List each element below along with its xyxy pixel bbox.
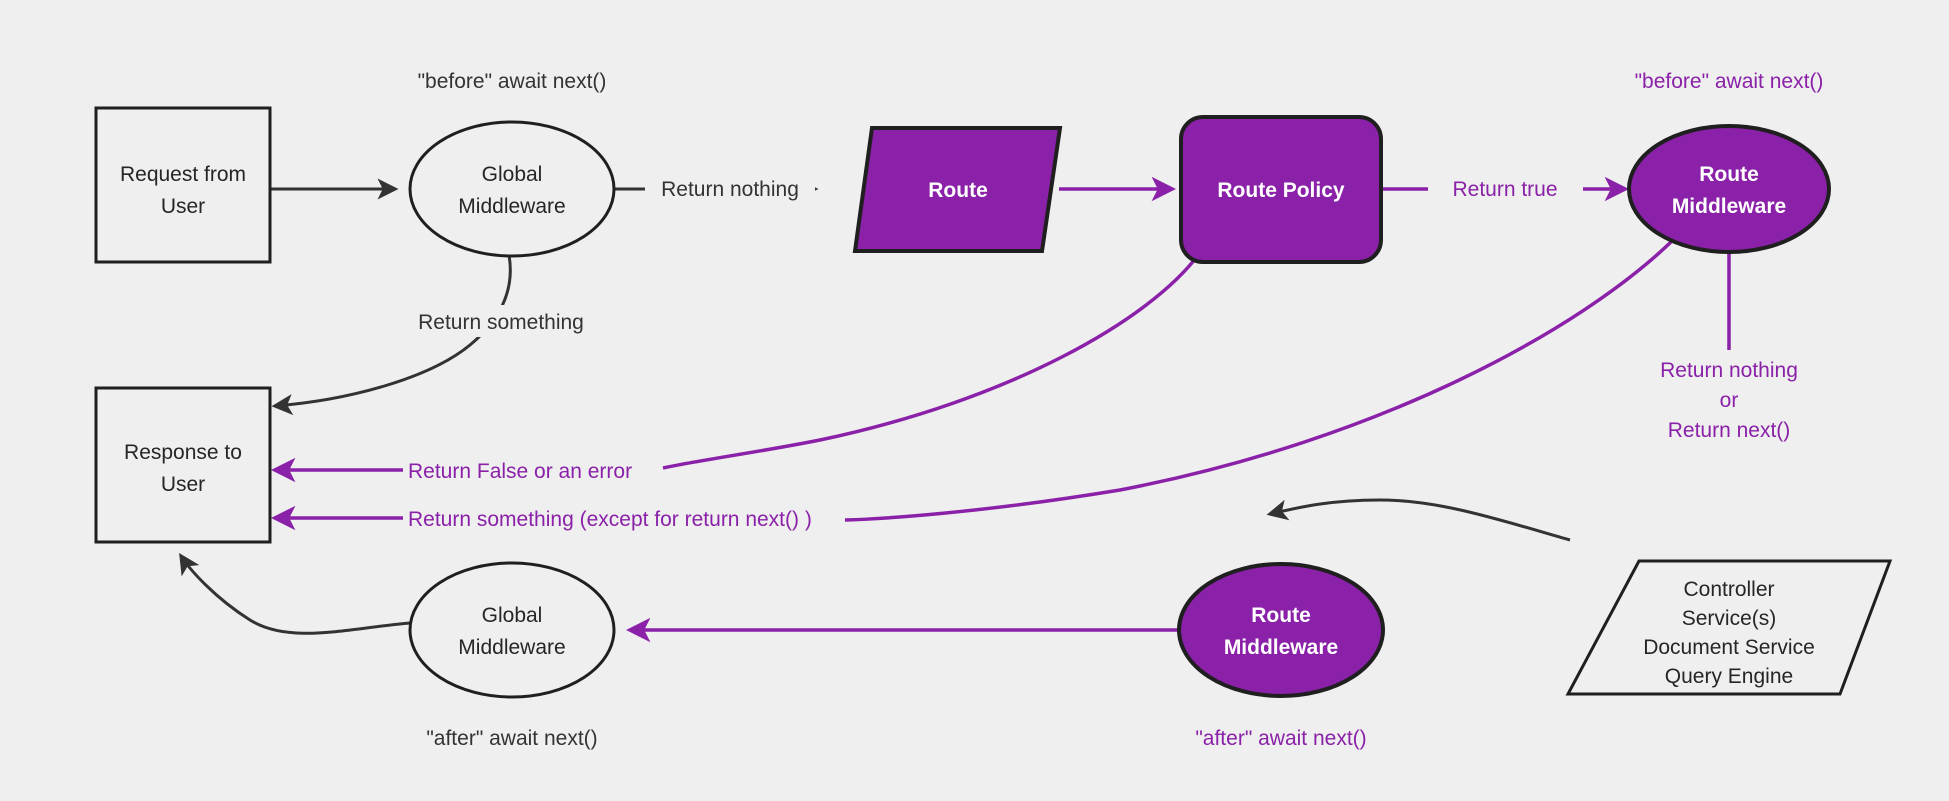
edge-label-return-nothing-or-next-line1: Return nothing bbox=[1660, 359, 1798, 382]
annotation-after-global-middleware: "after" await next() bbox=[426, 727, 597, 750]
node-route-policy[interactable] bbox=[1179, 115, 1383, 264]
node-controller-line4: Query Engine bbox=[1665, 665, 1793, 688]
edge-label-return-nothing: Return nothing bbox=[661, 178, 799, 201]
node-controller-line2: Service(s) bbox=[1682, 607, 1777, 630]
edge-label-return-nothing-bg bbox=[645, 174, 815, 204]
node-global-middleware-bottom[interactable] bbox=[408, 561, 616, 699]
node-route-middleware-top-line2: Middleware bbox=[1672, 195, 1786, 218]
edge-label-return-nothing-or-next-line3: Return next() bbox=[1668, 419, 1791, 442]
node-route-middleware-bottom-line2: Middleware bbox=[1224, 636, 1338, 659]
node-controller-line1: Controller bbox=[1683, 578, 1774, 601]
node-route[interactable] bbox=[852, 126, 1063, 253]
node-response-to-user-line2: User bbox=[161, 473, 205, 496]
edge-label-return-true: Return true bbox=[1452, 178, 1557, 201]
edge-label-return-true-bg bbox=[1428, 174, 1583, 204]
node-global-middleware-top-line2: Middleware bbox=[458, 195, 565, 218]
node-request-from-user-line1: Request from bbox=[120, 163, 246, 186]
annotation-before-route-middleware: "before" await next() bbox=[1635, 70, 1824, 93]
node-route-policy-label: Route Policy bbox=[1217, 179, 1345, 202]
node-global-middleware-top-line1: Global bbox=[482, 163, 543, 186]
node-route-label: Route bbox=[928, 179, 988, 202]
node-response-to-user[interactable] bbox=[94, 386, 272, 544]
node-global-middleware-top[interactable] bbox=[408, 120, 616, 258]
node-request-from-user[interactable] bbox=[94, 106, 272, 264]
edge-label-return-something: Return something bbox=[418, 311, 584, 334]
node-global-middleware-bottom-line2: Middleware bbox=[458, 636, 565, 659]
node-request-from-user-line2: User bbox=[161, 195, 205, 218]
edge-label-return-something-except: Return something (except for return next… bbox=[408, 508, 812, 531]
node-route-middleware-bottom-line1: Route bbox=[1251, 604, 1311, 627]
edge-global-middleware-to-response bbox=[271, 254, 512, 416]
edge-route-policy-to-response-false bbox=[662, 252, 1201, 470]
node-controller-services[interactable] bbox=[1565, 559, 1893, 696]
edge-route-middleware-to-response-something bbox=[844, 239, 1674, 522]
annotation-after-route-middleware: "after" await next() bbox=[1195, 727, 1366, 750]
node-route-middleware-bottom[interactable] bbox=[1177, 562, 1385, 698]
node-response-to-user-line1: Response to bbox=[124, 441, 242, 464]
edge-label-return-something-except-bg bbox=[403, 504, 843, 534]
edge-label-return-nothing-or-next-line2: or bbox=[1720, 389, 1739, 412]
edge-global-middleware-bottom-to-response bbox=[179, 553, 411, 635]
edge-label-return-false-bg bbox=[403, 456, 658, 486]
node-route-middleware-top[interactable] bbox=[1627, 124, 1831, 254]
edge-label-return-something-bg bbox=[405, 305, 600, 337]
annotation-before-global-middleware: "before" await next() bbox=[418, 70, 607, 93]
node-controller-line3: Document Service bbox=[1643, 636, 1815, 659]
edge-controller-to-route-middleware-bottom bbox=[1266, 498, 1571, 542]
node-route-middleware-top-line1: Route bbox=[1699, 163, 1759, 186]
node-global-middleware-bottom-line1: Global bbox=[482, 604, 543, 627]
edge-label-return-false-or-error: Return False or an error bbox=[408, 460, 632, 483]
edge-label-return-nothing-or-next-bg bbox=[1640, 350, 1820, 460]
